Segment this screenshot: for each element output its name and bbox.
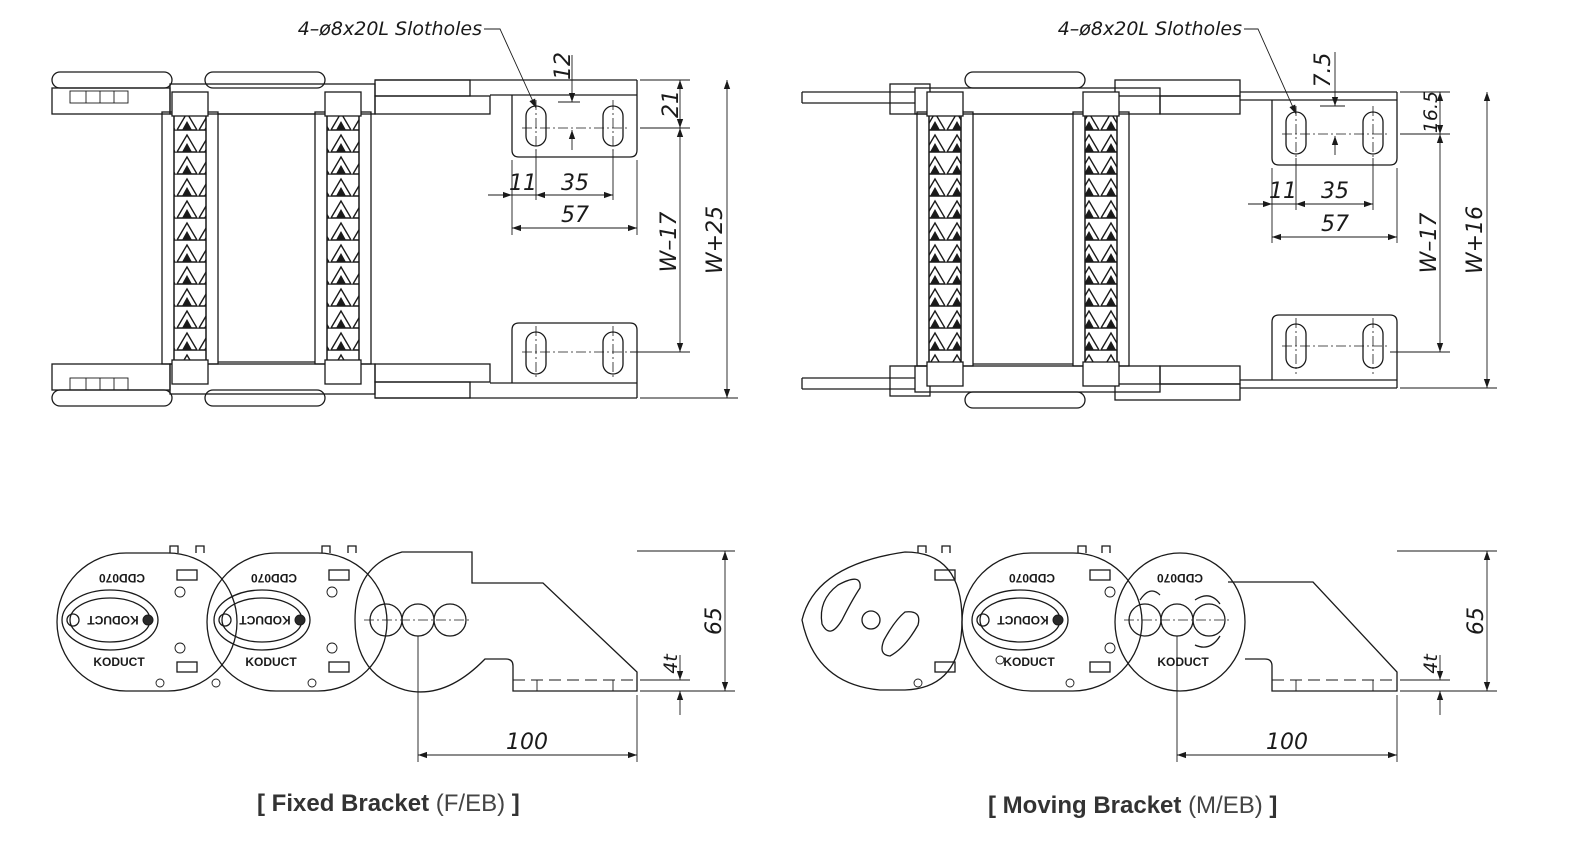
svg-text:KODUCT: KODUCT: [245, 655, 297, 669]
dim-length: 100: [506, 730, 548, 755]
crossbar: [928, 111, 962, 367]
bracket-close: ]: [511, 790, 520, 817]
slot-label: 4–ø8x20L Slotholes: [298, 18, 482, 40]
bracket-open: [: [988, 792, 996, 819]
dim-height: 65: [1464, 607, 1489, 635]
dim-11: 11: [509, 171, 537, 196]
bracket-plate: [1271, 100, 1398, 166]
fixed-bracket-caption: [ Fixed Bracket (F/EB) ]: [257, 790, 520, 818]
svg-text:KODUCT: KODUCT: [997, 613, 1049, 627]
fixed-side-view: CDD070 KODUCT KODUCT CDD070 KODUCT KODUC…: [56, 545, 735, 762]
svg-text:KODUCT: KODUCT: [239, 613, 291, 627]
svg-text:CDD070: CDD070: [251, 571, 297, 585]
chain-link-top: [374, 79, 471, 97]
bracket-open: [: [257, 790, 265, 817]
pin-hole: [433, 603, 467, 637]
dim-35: 35: [561, 171, 589, 196]
dim-w-plus: W+16: [1463, 206, 1488, 274]
dim-thickness: 4t: [1420, 653, 1442, 674]
chain-link-body: [206, 552, 388, 692]
dim-length: 100: [1266, 730, 1308, 755]
bracket-plate: [511, 322, 638, 383]
slot-leader: [484, 28, 537, 109]
moving-bracket-caption: [ Moving Bracket (M/EB) ]: [988, 792, 1277, 820]
crossbar: [173, 111, 207, 365]
dim-edge: 21: [659, 90, 684, 118]
moving-side-view: CDD070 KODUCT KODUCT CDD070 KODUCT 65 4t…: [801, 545, 1497, 762]
caption-code: (M/EB): [1188, 792, 1263, 819]
dim-height: 65: [702, 607, 727, 635]
dim-slot-offset: 12: [551, 52, 576, 80]
brand-stamp: KODUCT: [87, 613, 139, 627]
svg-text:KODUCT: KODUCT: [1003, 655, 1055, 669]
slot-label: 4–ø8x20L Slotholes: [1058, 18, 1242, 40]
moving-bracket-profile: [801, 551, 963, 691]
crossbar: [326, 111, 360, 365]
svg-text:KODUCT: KODUCT: [1157, 655, 1209, 669]
crossbar: [1084, 111, 1118, 367]
caption-name: Fixed Bracket: [271, 790, 430, 817]
crossbar-clip: [324, 91, 362, 117]
chain-link-edge: [51, 71, 173, 89]
fixed-top-view: 4–ø8x20L Slotholes 12 21 W–17 W+25 11 35…: [51, 18, 738, 407]
crossbar-clip: [171, 91, 209, 117]
dim-w-minus: W–17: [1417, 213, 1442, 274]
dim-35: 35: [1321, 179, 1349, 204]
link-center-window: [61, 589, 159, 651]
dim-57: 57: [561, 203, 589, 228]
bracket-plate: [511, 95, 638, 158]
chain-link-top: [374, 95, 491, 115]
bracket-close: ]: [1269, 792, 1278, 819]
slot-leader: [1244, 28, 1297, 115]
dim-w-minus: W–17: [657, 212, 682, 273]
moving-top-view: 4–ø8x20L Slotholes 7.5 16.5 W–17 W+16 11…: [801, 18, 1497, 409]
dim-thickness: 4t: [660, 653, 682, 674]
svg-text:CDD070: CDD070: [1157, 571, 1203, 585]
dim-11: 11: [1269, 179, 1297, 204]
caption-name: Moving Bracket: [1002, 792, 1182, 819]
bracket-plate: [1271, 314, 1398, 380]
dim-slot-offset: 7.5: [1311, 53, 1336, 88]
dim-57: 57: [1321, 212, 1349, 237]
end-bracket-profile: [354, 551, 638, 693]
chain-link-edge: [204, 71, 326, 89]
chain-link-body: [56, 552, 238, 692]
svg-text:CDD070: CDD070: [1009, 571, 1055, 585]
dim-w-plus: W+25: [703, 206, 728, 274]
model-stamp: CDD070: [99, 571, 145, 585]
caption-code: (F/EB): [435, 790, 506, 817]
dim-edge: 16.5: [1420, 91, 1442, 133]
chain-pin: [69, 90, 129, 104]
model-stamp: KODUCT: [93, 655, 145, 669]
